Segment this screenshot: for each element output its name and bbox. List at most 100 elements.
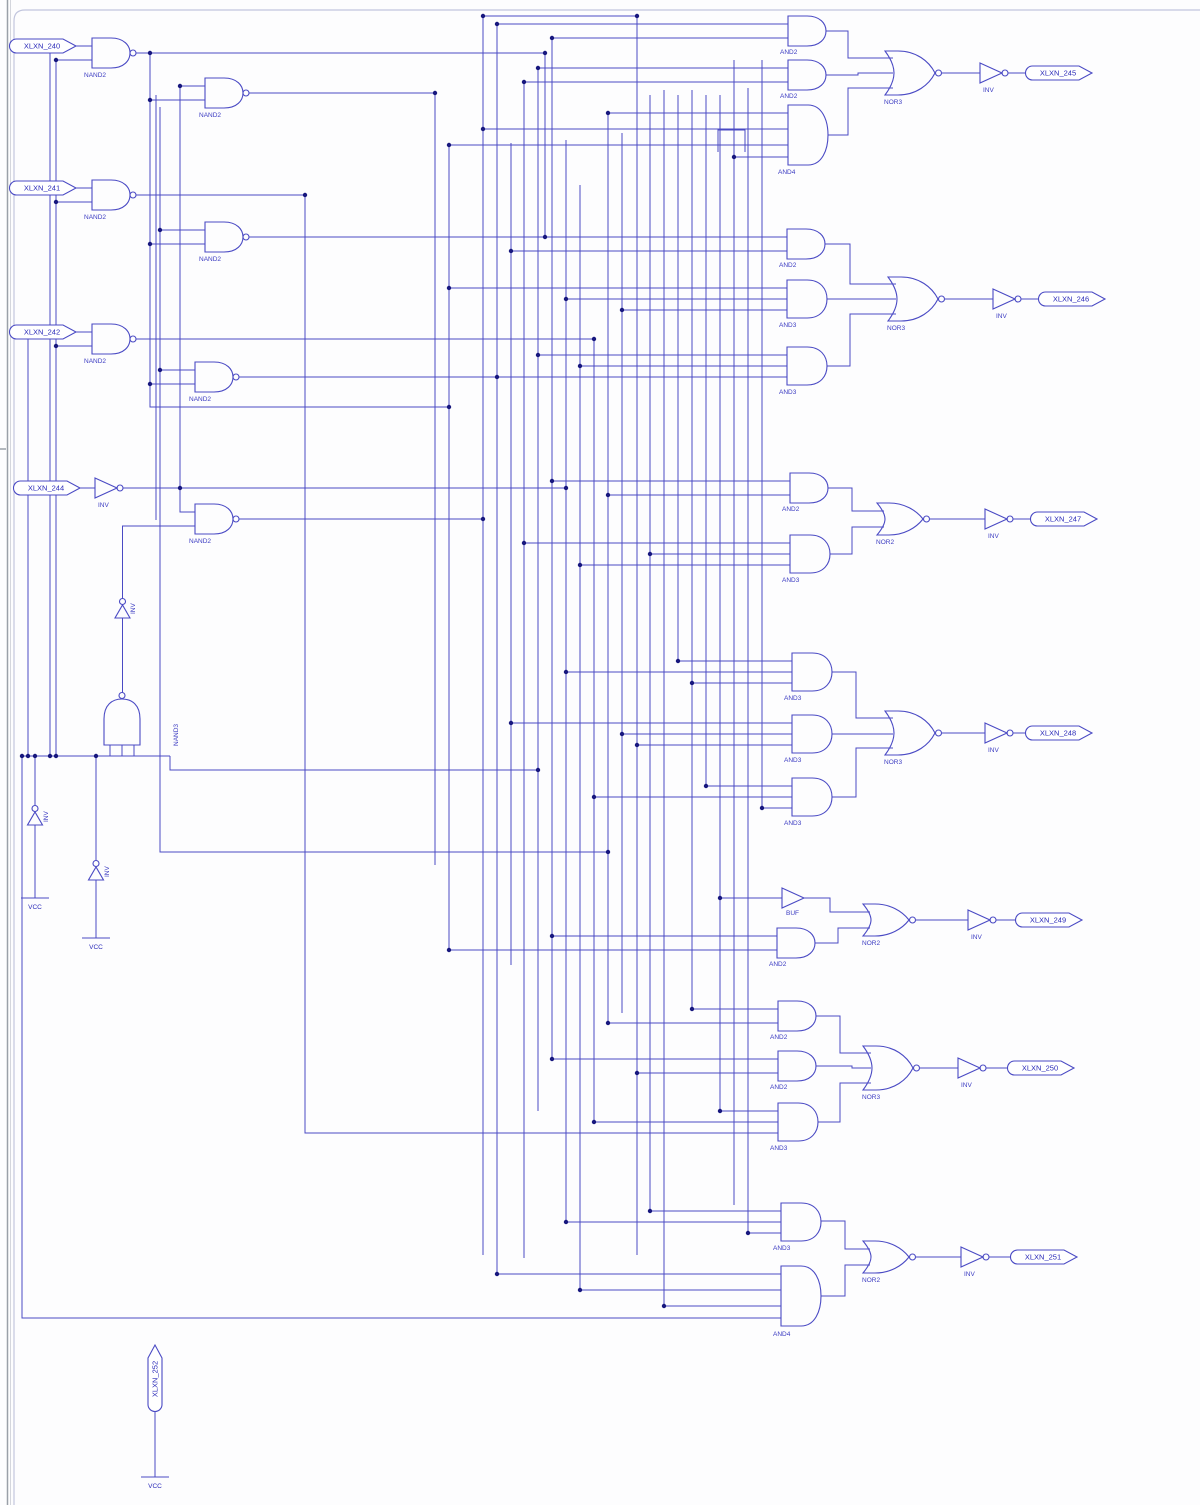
net-label: XLXN_241 [24, 184, 60, 193]
nor3-gate-g6[interactable]: NOR3 [862, 1045, 921, 1101]
nand2-gate-c[interactable]: NAND2 [84, 323, 137, 365]
and3-gate-g7[interactable]: AND3 [773, 1202, 822, 1252]
and2-gate-g6b[interactable]: AND2 [770, 1050, 817, 1091]
inv-body [960, 1246, 990, 1268]
inv-gate-g3[interactable]: INV [984, 508, 1014, 540]
nand2-body [204, 77, 250, 109]
and4-gate-g1[interactable]: AND4 [778, 104, 829, 176]
inv-gate-vertical-2[interactable]: INV [26, 804, 51, 826]
wires[interactable] [21, 15, 1043, 1477]
and3-gate-g2a[interactable]: AND3 [779, 279, 828, 329]
and2-body [786, 228, 826, 260]
buf-gate-g5[interactable]: BUF [781, 887, 805, 917]
vcc-symbol-2[interactable]: VCC [81, 937, 111, 951]
inv-gate-g6[interactable]: INV [957, 1057, 987, 1089]
and3-gate-g4a[interactable]: AND3 [784, 652, 833, 702]
gate-label: AND3 [779, 322, 797, 329]
nor2-gate-g3[interactable]: NOR2 [876, 502, 931, 546]
and4-gate-g7[interactable]: AND4 [773, 1265, 822, 1338]
gate-label: NAND3 [173, 724, 180, 746]
inv-gate-g1[interactable]: INV [979, 62, 1009, 94]
inv-gate-g2[interactable]: INV [992, 288, 1022, 320]
output-label-xlxn-248[interactable]: XLXN_248 [1024, 725, 1093, 741]
gate-label: AND4 [778, 169, 796, 176]
inv-body [979, 62, 1009, 84]
net-label: XLXN_250 [1022, 1064, 1058, 1073]
nor3-body [862, 1045, 921, 1091]
gate-label: AND2 [770, 1084, 788, 1091]
nor2-gate-g5[interactable]: NOR2 [862, 903, 917, 947]
input-label-xlxn-244[interactable]: XLXN_244 [12, 480, 81, 496]
and2-gate-g6a[interactable]: AND2 [770, 1000, 817, 1041]
nand2-gate-d[interactable]: NAND2 [189, 503, 240, 545]
gate-label: NOR3 [884, 759, 902, 766]
and3-gate-g4b[interactable]: AND3 [784, 714, 833, 764]
and3-gate-g6[interactable]: AND3 [770, 1102, 819, 1152]
inv-gate-vertical-1[interactable]: INV [114, 597, 137, 619]
nor2-body [862, 1240, 917, 1274]
vcc-symbol-3[interactable]: VCC [140, 1476, 170, 1490]
output-label-xlxn-246[interactable]: XLXN_246 [1037, 291, 1106, 307]
nand2-gate-c2[interactable]: NAND2 [189, 361, 240, 403]
input-label-xlxn-241[interactable]: XLXN_241 [8, 180, 77, 196]
and3-gate-g3[interactable]: AND3 [782, 534, 831, 584]
output-label-xlxn-249[interactable]: XLXN_249 [1014, 912, 1083, 928]
gate-label: AND2 [779, 262, 797, 269]
inv-body [94, 477, 124, 499]
and3-body [791, 652, 833, 692]
output-label-xlxn-250[interactable]: XLXN_250 [1006, 1060, 1075, 1076]
and3-gate-g4c[interactable]: AND3 [784, 777, 833, 827]
gate-label: AND2 [780, 49, 798, 56]
gate-label: INV [104, 866, 111, 878]
and2-gate-g3[interactable]: AND2 [782, 472, 829, 513]
and2-body [777, 1000, 817, 1032]
nand2-gate-a[interactable]: NAND2 [84, 37, 137, 79]
gate-label: AND3 [779, 389, 797, 396]
inv-body [87, 859, 105, 881]
net-label-xlxn-252[interactable]: XLXN_252 [147, 1344, 163, 1413]
nor3-body [884, 710, 943, 756]
nand2-gate-b2[interactable]: NAND2 [199, 221, 250, 263]
output-label-xlxn-245[interactable]: XLXN_245 [1024, 65, 1093, 81]
net-label: XLXN_248 [1040, 729, 1076, 738]
inv-gate-g5[interactable]: INV [967, 909, 997, 941]
gate-label: AND2 [769, 961, 787, 968]
input-label-xlxn-240[interactable]: XLXN_240 [8, 38, 77, 54]
inv-body [957, 1057, 987, 1079]
and3-gate-g2b[interactable]: AND3 [779, 346, 828, 396]
gate-label: NOR3 [887, 325, 905, 332]
gate-label: AND4 [773, 1331, 791, 1338]
gate-label: AND3 [784, 757, 802, 764]
inv-body [984, 722, 1014, 744]
gate-label: NAND2 [189, 396, 211, 403]
net-label: XLXN_244 [28, 484, 64, 493]
net-label: XLXN_251 [1025, 1253, 1061, 1262]
gate-label: AND3 [770, 1145, 788, 1152]
inv-gate-d[interactable]: INV [94, 477, 124, 509]
vcc-symbol-1[interactable]: VCC [20, 897, 50, 911]
nor3-gate-g2[interactable]: NOR3 [887, 276, 946, 332]
input-label-xlxn-242[interactable]: XLXN_242 [8, 324, 77, 340]
output-label-xlxn-251[interactable]: XLXN_251 [1009, 1249, 1078, 1265]
gate-label: NAND2 [199, 112, 221, 119]
nor2-gate-g7[interactable]: NOR2 [862, 1240, 917, 1284]
vcc-label: VCC [89, 944, 103, 951]
inv-gate-g4[interactable]: INV [984, 722, 1014, 754]
and2-gate-g2[interactable]: AND2 [779, 228, 826, 269]
nor3-gate-g4[interactable]: NOR3 [884, 710, 943, 766]
nand3-gate-vertical[interactable]: NAND3 [103, 691, 180, 747]
output-label-xlxn-247[interactable]: XLXN_247 [1029, 511, 1098, 527]
inv-gate-g7[interactable]: INV [960, 1246, 990, 1278]
nor3-gate-g1[interactable]: NOR3 [884, 50, 943, 106]
and2-gate-g1b[interactable]: AND2 [780, 59, 827, 100]
net-label: XLXN_247 [1045, 515, 1081, 524]
inv-gate-vertical-3[interactable]: INV [87, 859, 112, 881]
gate-label: NOR2 [862, 1277, 880, 1284]
and2-gate-g5[interactable]: AND2 [769, 927, 816, 968]
gate-label: AND2 [782, 506, 800, 513]
nand2-gate-a2[interactable]: NAND2 [199, 77, 250, 119]
nand2-gate-b[interactable]: NAND2 [84, 179, 137, 221]
and2-gate-g1a[interactable]: AND2 [780, 15, 827, 56]
